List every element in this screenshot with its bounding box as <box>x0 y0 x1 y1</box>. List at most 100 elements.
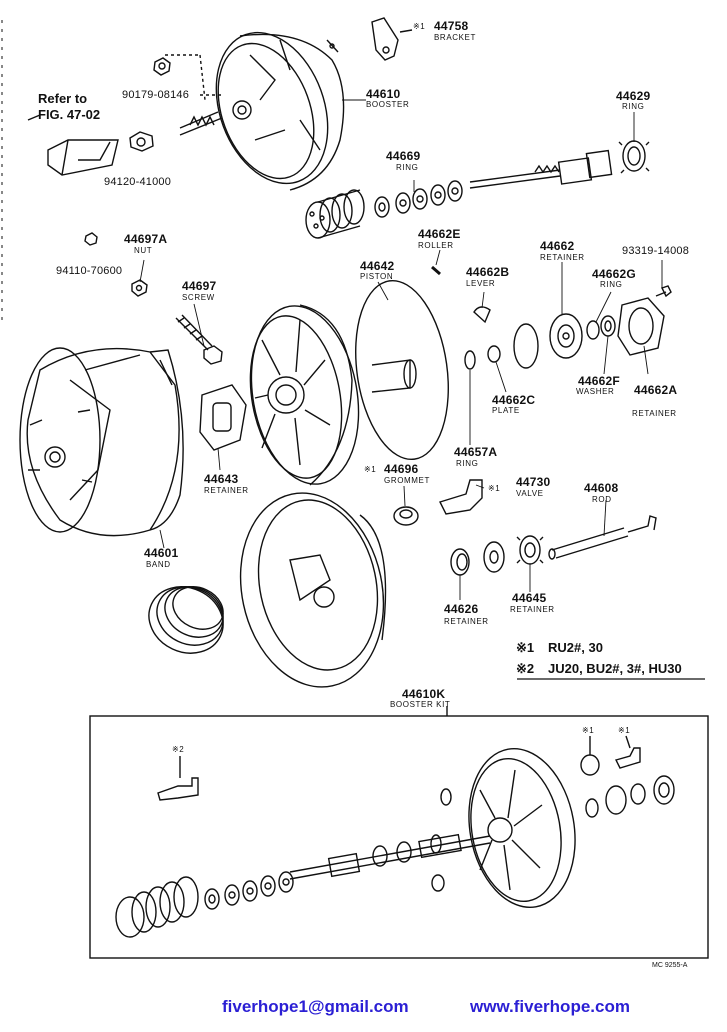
part-number-44662E: 44662E <box>418 227 461 241</box>
seal-bellows-top <box>305 189 365 239</box>
part-desc-44662C: PLATE <box>492 406 520 415</box>
kit-mark-1a: ※1 <box>582 726 595 735</box>
washer-44662F <box>600 315 616 337</box>
part-number-44697: 44697 <box>182 279 217 293</box>
nut-90179 <box>153 54 224 101</box>
kit-rod-assembly <box>289 833 491 880</box>
ring-44657A <box>464 350 476 370</box>
note-1-mark: ※1 <box>516 640 535 655</box>
part-number-44610: 44610 <box>366 87 401 101</box>
roller-44662E <box>431 265 441 276</box>
rear-shell <box>239 492 387 688</box>
part-desc-44662B: LEVER <box>466 279 496 288</box>
ring-44662G <box>586 320 600 340</box>
part-desc-44608: ROD <box>592 495 612 504</box>
part-desc-44697: SCREW <box>182 293 215 302</box>
bolt-93319 <box>655 285 672 298</box>
part-number-44642: 44642 <box>360 259 395 273</box>
part-number-44662A: 44662A <box>634 383 678 397</box>
kit-mark-2: ※2 <box>172 745 185 754</box>
part-desc-44642: PISTON <box>360 272 394 281</box>
front-shell-44601 <box>19 347 184 537</box>
part-number-44629: 44629 <box>616 89 651 103</box>
booster-44610 <box>179 31 345 191</box>
part-number-44657A: 44657A <box>454 445 498 459</box>
push-rod-assembly <box>469 140 650 189</box>
kit-small-parts <box>179 735 675 892</box>
retainer-44645 <box>516 535 544 565</box>
part-number-44758: 44758 <box>434 19 469 33</box>
part-desc-44645: RETAINER <box>510 605 555 614</box>
bracket-44758 <box>371 17 413 61</box>
nut-44697A <box>131 279 148 297</box>
retainer-44626 <box>450 548 470 576</box>
part-number-44645: 44645 <box>512 591 547 605</box>
retainer-44643 <box>199 384 247 451</box>
note-2-text: JU20, BU2#, 3#, HU30 <box>548 661 682 676</box>
part-number-44608: 44608 <box>584 481 619 495</box>
part-number-44662: 44662 <box>540 239 575 253</box>
bracket-44758-mark: ※1 <box>413 22 426 31</box>
part-number-93319: 93319-14008 <box>622 245 690 257</box>
part-number-44601: 44601 <box>144 546 179 560</box>
footer-website: www.fiverhope.com <box>470 997 630 1016</box>
band-rubber <box>148 586 224 654</box>
part-number-94120: 94120-41000 <box>104 176 172 188</box>
part-desc-44696: GROMMET <box>384 476 430 485</box>
screw-44697 <box>175 314 223 365</box>
part-number-94110: 94110-70600 <box>56 265 123 277</box>
part-number-44626: 44626 <box>444 602 479 616</box>
part-number-44669: 44669 <box>386 149 421 163</box>
footer-email: fiverhope1@gmail.com <box>222 997 409 1016</box>
refer-to-line1: Refer to <box>38 91 88 106</box>
diaphragm-plate <box>355 279 449 461</box>
rod-44608 <box>548 515 657 560</box>
part-number-44662C: 44662C <box>492 393 536 407</box>
piston-44642 <box>249 304 360 486</box>
leader-lines <box>139 99 663 600</box>
part-desc-44626: RETAINER <box>444 617 489 626</box>
kit-mark-1b: ※1 <box>618 726 631 735</box>
grommet-44696 <box>393 506 419 526</box>
part-number-44696: 44696 <box>384 462 419 476</box>
part-desc-44662A: RETAINER <box>632 409 677 418</box>
retainer-44662 <box>513 313 583 369</box>
part-desc-44758: BRACKET <box>434 33 476 42</box>
part-desc-44730: VALVE <box>516 489 544 498</box>
part-desc-44610K: BOOSTER KIT <box>390 700 451 709</box>
part-desc-44601: BAND <box>146 560 171 569</box>
part-number-44730: 44730 <box>516 475 551 489</box>
part-number-44643: 44643 <box>204 472 239 486</box>
kit-rings <box>204 871 294 910</box>
clevis-fig-47-02 <box>27 114 119 176</box>
part-desc-44662: RETAINER <box>540 253 585 262</box>
part-desc-44657A: RING <box>456 459 479 468</box>
retainer-44662A <box>617 297 665 356</box>
lever-44662B <box>473 306 491 324</box>
part-desc-44697A: NUT <box>134 246 153 255</box>
part-desc-44610: BOOSTER <box>366 100 410 109</box>
part-number-90179: 90179-08146 <box>122 89 190 101</box>
part-desc-44662F: WASHER <box>576 387 615 396</box>
seal-middle <box>483 541 505 573</box>
valve-44730 <box>439 479 483 515</box>
valve-44730-mark: ※1 <box>488 484 501 493</box>
nut-94120 <box>129 131 154 152</box>
kit-valve <box>157 777 199 801</box>
refer-to-fig: FIG. 47-02 <box>38 107 101 122</box>
kit-booster <box>468 747 576 909</box>
drawing-code: MC 9255-A <box>652 962 688 969</box>
grommet-44696-mark: ※1 <box>364 465 377 474</box>
kit-bellows <box>115 876 199 938</box>
part-desc-44643: RETAINER <box>204 486 249 495</box>
part-desc-44662E: ROLLER <box>418 241 454 250</box>
part-number-44662F: 44662F <box>578 374 620 388</box>
booster-kit-frame <box>89 715 709 959</box>
part-number-44697A: 44697A <box>124 232 168 246</box>
rings-44669 <box>374 180 463 218</box>
part-number-44610K: 44610K <box>402 687 446 701</box>
note-2-mark: ※2 <box>516 661 535 676</box>
part-number-44662B: 44662B <box>466 265 510 279</box>
note-1-text: RU2#, 30 <box>548 640 603 655</box>
